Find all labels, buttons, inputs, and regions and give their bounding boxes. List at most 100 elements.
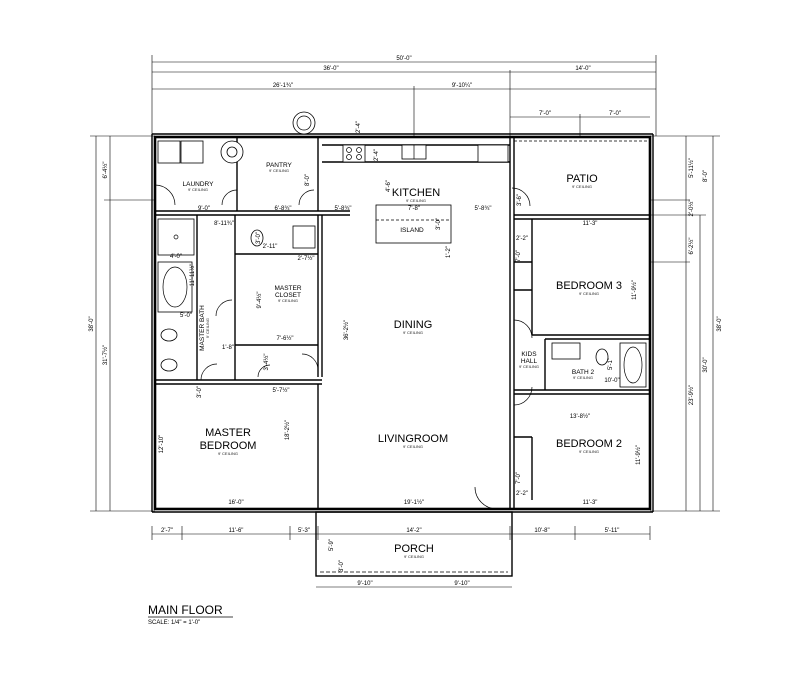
bathtub-icon [157,261,193,313]
kitchen-island [375,204,452,244]
dim-closet-3-0: 3'-0" [256,232,262,244]
room-porch: PORCH [394,543,434,555]
room-livingroom: LIVINGROOM [378,433,448,445]
svg-text:BEDROOM: BEDROOM [200,440,257,452]
bath2-toilet-icon [595,348,609,366]
dim-bot-11-6: 11'-6" [229,528,244,534]
room-labels: LAUNDRY 9' CEILING PANTRY 9' CEILING KIT… [183,162,622,559]
dim-right-6-2: 6'-2½" [688,238,695,255]
room-patio: PATIO [566,173,598,185]
dim-bot-5-11: 5'-11" [605,528,620,534]
title-main-floor: MAIN FLOOR [148,603,223,617]
dim-bath-1-8: 1'-8" [222,345,234,351]
dim-closet-9-4: 9'-4½" [256,292,263,309]
dim-porch-9-10b: 9'-10" [454,581,469,587]
svg-text:9' CEILING: 9' CEILING [403,330,423,335]
dim-br3-7-0: 7'-0" [516,250,522,262]
interior-dimensions: 9'-0" 6'-8¾" 5'-8¾" 7'-8" 5'-8¾" 4'-6" 3… [159,121,642,506]
svg-text:9' CEILING: 9' CEILING [573,375,593,380]
dim-bath-5-0: 5'-0" [180,313,192,319]
dim-patio-3-6: 3'-6" [517,194,523,206]
right-dimensions: 38'-0" 30'-0" 8'-0" 5'-11½" 23'-9½" 6'-2… [650,135,723,512]
dim-patio-b: 7'-0" [609,111,621,117]
dim-br2-7-0: 7'-0" [516,472,522,484]
dim-hood-2-4: 2'-4" [356,121,362,133]
bath2-sink-icon [551,342,581,360]
dim-mb-3-0: 3'-0" [197,386,203,398]
room-dining: DINING [394,319,433,331]
title-scale: SCALE: 1/4" = 1'-0" [148,620,200,626]
dim-closet-2-7: 2'-7½" [298,255,315,262]
dim-bot-2-7: 2'-7" [161,528,173,534]
dim-br3-11-9: 11'-9½" [631,280,638,300]
dim-kit-2-4: 2'-4" [374,149,380,161]
dim-closet-7-6: 7'-6½" [277,335,294,342]
washer-icon [157,140,181,164]
refrigerator-icon [477,144,509,163]
dim-island-3-0: 3'-0" [436,218,442,230]
dim-pantry-6-8: 6'-8¾" [275,206,292,212]
left-dimensions: 38'-0" 31'-7½" 6'-4½" [89,135,155,512]
dim-bath-11-11: 11'-11½" [189,264,196,287]
dim-br2-13-8: 13'-8½" [570,413,590,420]
dim-mb-16: 16'-0" [228,500,243,506]
dim-right-23: 23'-9½" [688,385,695,405]
dim-26: 26'-1¾" [273,83,293,89]
dim-pantry-8: 8'-0" [305,174,311,186]
dim-living-19-1: 19'-1½" [404,499,424,506]
dim-mb-5-7: 5'-7½" [273,387,290,394]
svg-text:9' CEILING: 9' CEILING [579,449,599,454]
dim-left-38: 38'-0" [89,316,95,331]
dim-br3-2-2: 2'-2" [516,236,528,242]
fixtures [157,111,647,388]
dim-right-30: 30'-0" [703,357,709,372]
svg-text:CLOSET: CLOSET [275,292,301,299]
dim-left-6-4: 6'-4½" [102,162,109,179]
room-master-bath: MASTER BATH [199,305,206,351]
svg-text:9' CEILING: 9' CEILING [403,444,423,449]
dim-kitchen-5-8b: 5'-8¾" [475,206,492,212]
dim-br3-11-3: 11'-3" [583,221,598,227]
dim-overall-width: 50'-0" [396,56,411,62]
dim-patio-a: 7'-0" [539,111,551,117]
porch [315,511,513,577]
room-island: ISLAND [400,227,424,234]
svg-text:9' CEILING: 9' CEILING [519,364,539,369]
dim-porch-3-0: 3'-0" [339,560,345,572]
dim-right-38: 38'-0" [717,316,723,331]
linen-cabinet-icon [292,225,316,249]
dim-kitchen-4-6: 4'-6" [386,180,392,192]
dim-laundry-9: 9'-0" [198,206,210,212]
stove-icon [342,144,366,163]
dim-br2-11-9: 11'-9½" [635,445,642,465]
room-master-bedroom: MASTER [205,427,251,439]
svg-text:9' CEILING: 9' CEILING [579,291,599,296]
dim-left-31: 31'-7½" [102,345,109,365]
dim-mb-3-4: 3'-4½" [263,354,270,371]
dim-bath-8-11: 8'-11¾" [214,221,234,227]
dryer-icon [180,140,204,164]
svg-text:9' CEILING: 9' CEILING [572,184,592,189]
svg-text:9' CEILING: 9' CEILING [205,318,210,338]
dim-36: 36'-0" [323,66,338,72]
room-bath-2: BATH 2 [572,369,595,376]
svg-text:9' CEILING: 9' CEILING [188,187,208,192]
bottom-dimensions: 2'-7" 11'-6" 5'-3" 14'-2" 10'-8" 5'-11" … [151,526,651,588]
room-kitchen: KITCHEN [392,187,440,199]
dim-bot-5-3: 5'-3" [298,528,310,534]
dim-mb-18-2: 18'-2½" [284,420,291,440]
svg-text:HALL: HALL [521,358,538,365]
vent-fan-icon [292,111,316,135]
dim-9-10: 9'-10¼" [452,83,472,89]
dim-right-5-11: 5'-11½" [688,158,695,178]
dim-kitchen-7-8: 7'-8" [408,206,420,212]
dim-br2-11-3: 11'-3" [583,500,598,506]
doors [154,184,533,510]
dim-bot-14-2: 14'-2" [406,528,421,534]
dim-br2-2-2: 2'-2" [516,491,528,497]
room-bedroom-3: BEDROOM 3 [556,280,622,292]
dim-bath-4-0: 4'-0" [170,254,182,260]
dim-bot-10-8: 10'-8" [534,528,549,534]
bath-sink-icon-2 [160,358,178,372]
